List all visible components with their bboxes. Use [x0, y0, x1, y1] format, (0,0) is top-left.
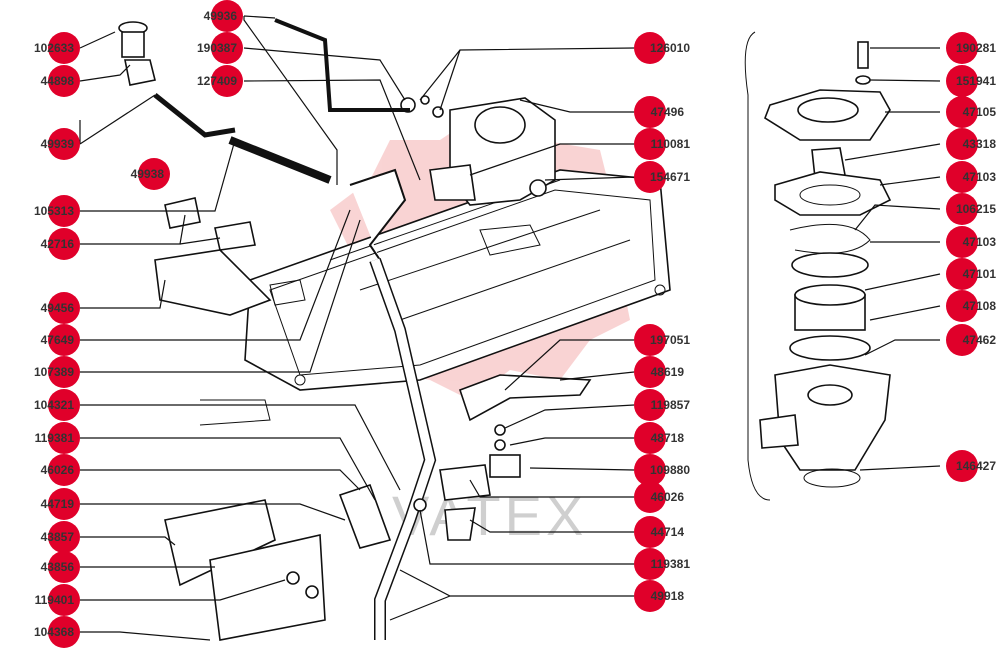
svg-text:105313: 105313	[34, 204, 74, 218]
callout-label: 105313	[34, 195, 80, 227]
svg-text:154671: 154671	[650, 170, 690, 184]
callout-label: 43857	[41, 521, 80, 553]
left-fittings	[118, 21, 326, 641]
callout-label: 47108	[946, 290, 996, 322]
svg-text:127409: 127409	[197, 74, 237, 88]
callout-label: 197051	[634, 324, 690, 356]
callout-label: 49456	[41, 292, 80, 324]
callout-label: 47462	[946, 324, 996, 356]
svg-text:107389: 107389	[34, 365, 74, 379]
svg-text:42716: 42716	[41, 237, 75, 251]
svg-text:49456: 49456	[41, 301, 75, 315]
svg-text:119381: 119381	[35, 431, 75, 445]
callout-label: 49939	[41, 128, 80, 160]
svg-text:110081: 110081	[651, 137, 691, 151]
svg-text:46026: 46026	[41, 463, 75, 477]
svg-text:49939: 49939	[41, 137, 75, 151]
callout-label: 106215	[946, 193, 996, 225]
callout-label: 43318	[946, 128, 996, 160]
callout-label: 151941	[946, 65, 996, 97]
svg-text:126010: 126010	[650, 41, 690, 55]
svg-text:104321: 104321	[34, 398, 74, 412]
callout-label: 47105	[946, 96, 996, 128]
callout-label: 42716	[41, 228, 80, 260]
svg-text:47649: 47649	[41, 333, 75, 347]
pump-assembly	[400, 95, 556, 206]
callout-label: 126010	[634, 32, 690, 64]
callout-label: 102633	[34, 32, 80, 64]
callout-label: 49938	[131, 158, 170, 190]
callout-label: 154671	[634, 161, 690, 193]
svg-text:49936: 49936	[204, 9, 238, 23]
callout-label: 47496	[634, 96, 684, 128]
callout-label: 107389	[34, 356, 80, 388]
svg-text:44719: 44719	[41, 497, 75, 511]
callout-label: 44898	[41, 65, 80, 97]
callout-label: 109880	[634, 454, 690, 486]
svg-text:47105: 47105	[963, 105, 997, 119]
callout-label: 190387	[197, 32, 243, 64]
callout-label: 47103	[946, 226, 996, 258]
callout-label: 44719	[41, 488, 80, 520]
callout-label: 46026	[634, 481, 684, 513]
svg-text:190387: 190387	[197, 41, 237, 55]
svg-text:48619: 48619	[651, 365, 685, 379]
svg-text:47462: 47462	[963, 333, 997, 347]
callout-label: 49918	[634, 580, 684, 612]
callouts-center: 49936 190387 127409 126010 47496 110081 …	[197, 0, 690, 612]
svg-text:44898: 44898	[41, 74, 75, 88]
svg-text:146427: 146427	[956, 459, 996, 473]
filter-assembly	[744, 31, 892, 501]
callout-label: 146427	[946, 450, 996, 482]
svg-text:119401: 119401	[35, 593, 75, 607]
svg-text:47103: 47103	[963, 235, 997, 249]
callout-label: 49936	[204, 0, 243, 32]
valve-cover	[199, 169, 671, 426]
svg-text:151941: 151941	[956, 74, 996, 88]
svg-text:109880: 109880	[650, 463, 690, 477]
callout-label: 47103	[946, 161, 996, 193]
svg-text:44714: 44714	[651, 525, 685, 539]
callout-label: 44714	[634, 516, 684, 548]
callout-label: 119401	[35, 584, 80, 616]
callout-label: 119857	[634, 389, 690, 421]
svg-text:49918: 49918	[651, 589, 685, 603]
svg-text:190281: 190281	[956, 41, 996, 55]
callouts-left: 102633 44898 49939 49938 105313 42716 49…	[34, 32, 170, 648]
svg-text:49938: 49938	[131, 167, 165, 181]
callout-label: 110081	[634, 128, 690, 160]
svg-text:43856: 43856	[41, 560, 75, 574]
callout-label: 127409	[197, 65, 243, 97]
callout-label: 190281	[946, 32, 996, 64]
callout-label: 47649	[41, 324, 80, 356]
svg-text:43857: 43857	[41, 530, 75, 544]
leader-lines	[79, 15, 941, 641]
svg-text:48718: 48718	[651, 431, 685, 445]
callout-label: 48619	[634, 356, 684, 388]
svg-text:106215: 106215	[956, 202, 996, 216]
callout-label: 48718	[634, 422, 684, 454]
svg-text:43318: 43318	[963, 137, 997, 151]
svg-text:47108: 47108	[963, 299, 997, 313]
svg-text:46026: 46026	[651, 490, 685, 504]
callout-label: 43856	[41, 551, 80, 583]
callout-label: 119381	[35, 422, 80, 454]
svg-text:197051: 197051	[650, 333, 690, 347]
svg-text:104368: 104368	[34, 625, 74, 639]
bracket-parts	[338, 374, 592, 549]
svg-text:47496: 47496	[651, 105, 685, 119]
hoses	[153, 18, 437, 640]
svg-text:119857: 119857	[651, 398, 691, 412]
callouts-right: 190281 151941 47105 43318 47103 106215 4…	[946, 32, 996, 482]
callout-label: 104321	[34, 389, 80, 421]
callout-label: 47101	[946, 258, 996, 290]
callout-label: 46026	[41, 454, 80, 486]
svg-text:47103: 47103	[963, 170, 997, 184]
svg-text:47101: 47101	[963, 267, 997, 281]
svg-text:119381: 119381	[651, 557, 691, 571]
callout-label: 119381	[634, 548, 690, 580]
callout-label: 104368	[34, 616, 80, 648]
svg-text:102633: 102633	[34, 41, 74, 55]
